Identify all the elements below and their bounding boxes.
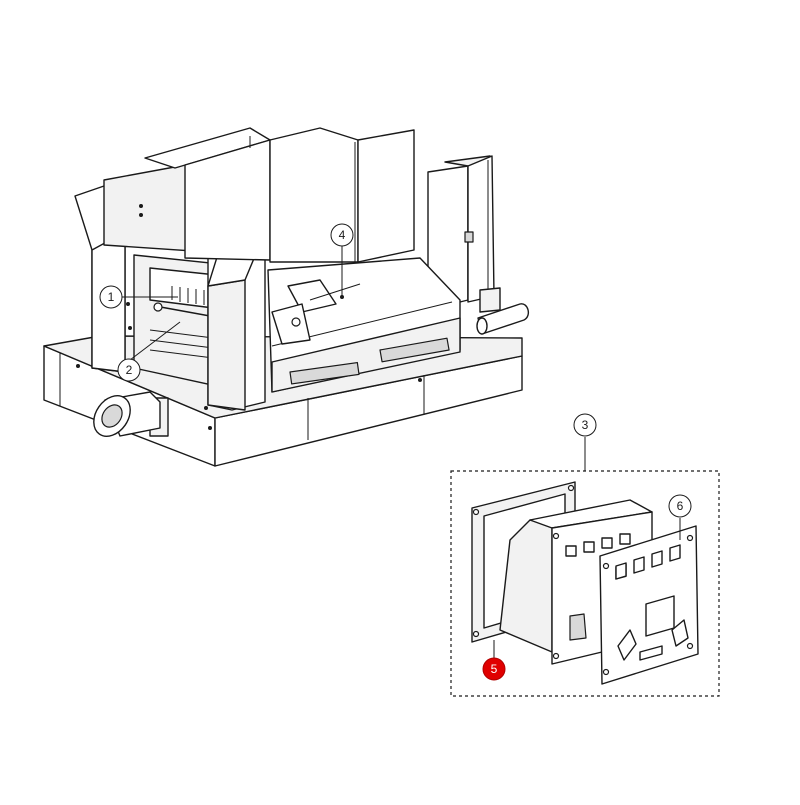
callout-1-label: 1 — [108, 290, 115, 304]
leader-lines — [122, 246, 681, 658]
callout-6-label: 6 — [677, 499, 684, 513]
main-assembly — [43, 127, 530, 467]
callout-3-label: 3 — [582, 418, 589, 432]
callout-2-label: 2 — [126, 363, 133, 377]
callout-1: 1 — [99, 285, 123, 309]
right-side-panels — [427, 155, 495, 311]
sensor-part-4 — [271, 279, 361, 345]
left-column — [204, 221, 266, 411]
flue-outlet — [93, 391, 169, 437]
callout-5: 5 — [482, 657, 506, 681]
callout-2: 2 — [117, 358, 141, 382]
callout-5-label: 5 — [491, 662, 498, 676]
callout-6: 6 — [668, 494, 692, 518]
front-plate-part-6 — [599, 525, 699, 685]
gas-rail — [476, 287, 530, 335]
callout-4: 4 — [330, 223, 354, 247]
back-enclosure — [103, 127, 415, 263]
detail-group-3 — [450, 470, 720, 697]
callout-4-label: 4 — [339, 228, 346, 242]
callout-3: 3 — [573, 413, 597, 437]
